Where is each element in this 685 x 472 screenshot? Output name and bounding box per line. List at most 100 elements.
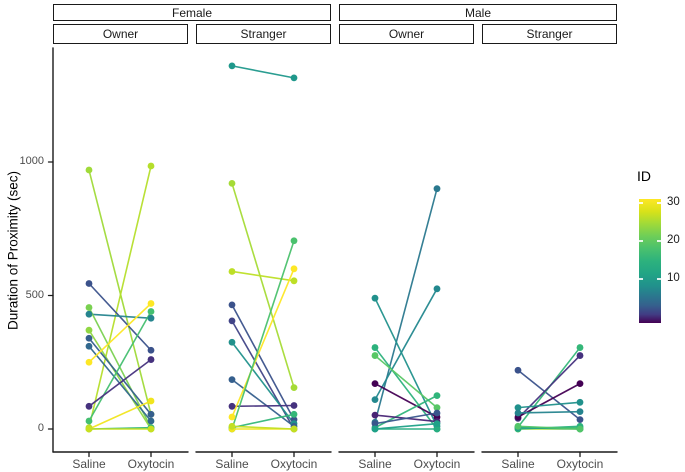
- data-point: [228, 376, 236, 384]
- legend-tick-label-20: 20: [667, 234, 680, 246]
- data-point: [228, 179, 236, 187]
- data-point: [290, 425, 298, 433]
- data-point: [576, 425, 584, 433]
- data-point: [85, 417, 93, 425]
- data-point: [147, 356, 155, 363]
- data-line: [231, 65, 295, 79]
- data-point: [147, 425, 155, 433]
- data-point: [514, 409, 522, 417]
- legend-tick-icon: [657, 202, 661, 204]
- data-point: [85, 402, 93, 410]
- legend-title: ID: [637, 168, 651, 184]
- data-point: [576, 416, 584, 424]
- data-point: [85, 304, 93, 311]
- legend-tick-icon: [639, 240, 643, 242]
- data-point: [290, 410, 298, 418]
- data-line: [517, 401, 581, 409]
- data-line: [231, 239, 295, 430]
- data-line: [374, 354, 438, 409]
- data-point: [85, 342, 93, 350]
- data-point: [147, 314, 155, 322]
- data-point: [85, 334, 93, 342]
- data-line: [517, 382, 581, 418]
- x-tick-label-saline: Saline: [72, 457, 106, 471]
- data-point: [576, 408, 584, 416]
- data-line: [517, 425, 581, 430]
- data-point: [433, 285, 441, 293]
- y-axis-title: Duration of Proximity (sec): [5, 170, 21, 331]
- facet-strip-label: Female: [171, 5, 212, 20]
- data-line: [374, 187, 438, 424]
- data-line: [231, 267, 295, 418]
- facet-strip-male-owner: Owner: [339, 24, 474, 44]
- data-point: [371, 294, 379, 302]
- data-line: [231, 182, 295, 389]
- x-tick-label-saline: Saline: [358, 457, 392, 471]
- facet-strip-sex-male: Male: [339, 4, 617, 21]
- data-point: [433, 392, 441, 400]
- data-line: [374, 297, 438, 428]
- data-point: [576, 352, 584, 359]
- data-point: [147, 308, 155, 315]
- data-point: [228, 422, 236, 430]
- data-point: [433, 404, 441, 412]
- data-point: [576, 380, 584, 388]
- legend-tick-label-30: 30: [667, 196, 680, 208]
- data-line: [231, 404, 295, 408]
- data-line: [374, 412, 438, 425]
- x-tick-label-oxytocin: Oxytocin: [127, 457, 175, 471]
- data-point: [85, 280, 93, 287]
- data-line: [88, 337, 152, 416]
- data-line: [88, 165, 152, 429]
- data-line: [88, 400, 152, 430]
- data-point: [514, 404, 522, 412]
- data-point: [514, 422, 522, 430]
- data-point: [228, 268, 236, 275]
- data-line: [88, 358, 152, 408]
- data-point: [228, 413, 236, 421]
- data-point: [147, 300, 155, 307]
- data-point: [228, 338, 236, 346]
- data-point: [371, 411, 379, 419]
- facet-strip-label: Male: [464, 5, 491, 20]
- data-point: [433, 420, 441, 428]
- x-tick-label-saline: Saline: [501, 457, 535, 471]
- data-point: [290, 402, 298, 409]
- data-point: [85, 310, 93, 318]
- legend-colorbar: [639, 199, 661, 323]
- data-line: [231, 341, 295, 425]
- data-point: [290, 384, 298, 392]
- data-point: [371, 344, 379, 351]
- x-tick-label-oxytocin: Oxytocin: [413, 457, 461, 471]
- data-point: [371, 425, 379, 433]
- data-line: [374, 422, 438, 430]
- facet-strip-label: Owner: [388, 27, 425, 41]
- data-point: [228, 301, 236, 309]
- y-tick-label-500: 500: [25, 289, 44, 301]
- data-point: [228, 402, 236, 410]
- data-point: [85, 358, 93, 366]
- data-point: [433, 185, 441, 193]
- data-line: [374, 382, 438, 418]
- data-point: [433, 409, 441, 417]
- data-line: [88, 313, 152, 319]
- facet-strip-label: Owner: [102, 27, 139, 41]
- facet-strip-female-owner: Owner: [53, 24, 188, 44]
- data-point: [85, 425, 93, 433]
- data-point: [514, 366, 522, 374]
- facet-strip-sex-female: Female: [53, 4, 331, 21]
- data-point: [290, 277, 298, 285]
- x-tick-label-oxytocin: Oxytocin: [556, 457, 604, 471]
- data-point: [576, 344, 584, 351]
- data-point: [147, 162, 155, 170]
- x-tick-label-saline: Saline: [215, 457, 249, 471]
- data-point: [85, 166, 93, 174]
- data-line: [374, 288, 438, 401]
- y-tick-label-1000: 1000: [19, 155, 44, 167]
- data-line: [231, 270, 295, 282]
- data-point: [228, 62, 236, 70]
- data-point: [147, 346, 155, 354]
- data-point: [147, 417, 155, 425]
- data-line: [231, 304, 295, 421]
